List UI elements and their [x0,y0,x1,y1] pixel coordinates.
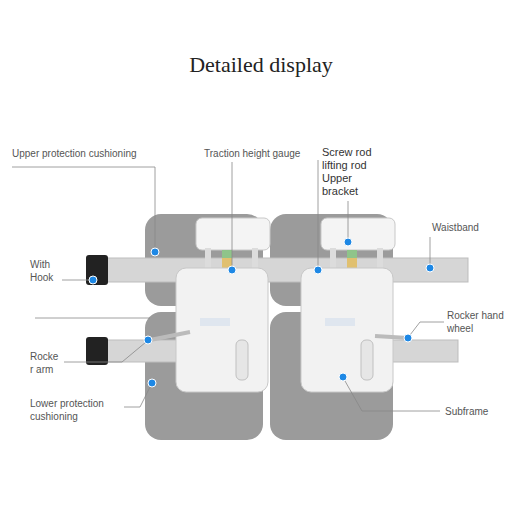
part-label: Rocker hand wheel [447,309,511,335]
part-label: With Hook [30,258,60,284]
part-label: Lower protection cushioning [30,397,122,423]
part-label: Rocke r arm [30,350,62,376]
part-label: Screw rod lifting rod [322,146,382,172]
part-label: Subframe [445,405,488,418]
part-label: Upper protection cushioning [12,147,137,160]
diagram-title: Detailed display [0,52,522,78]
part-label: Upper bracket [322,172,367,198]
part-label: Traction height gauge [204,147,300,160]
part-label: Waistband [432,221,479,234]
